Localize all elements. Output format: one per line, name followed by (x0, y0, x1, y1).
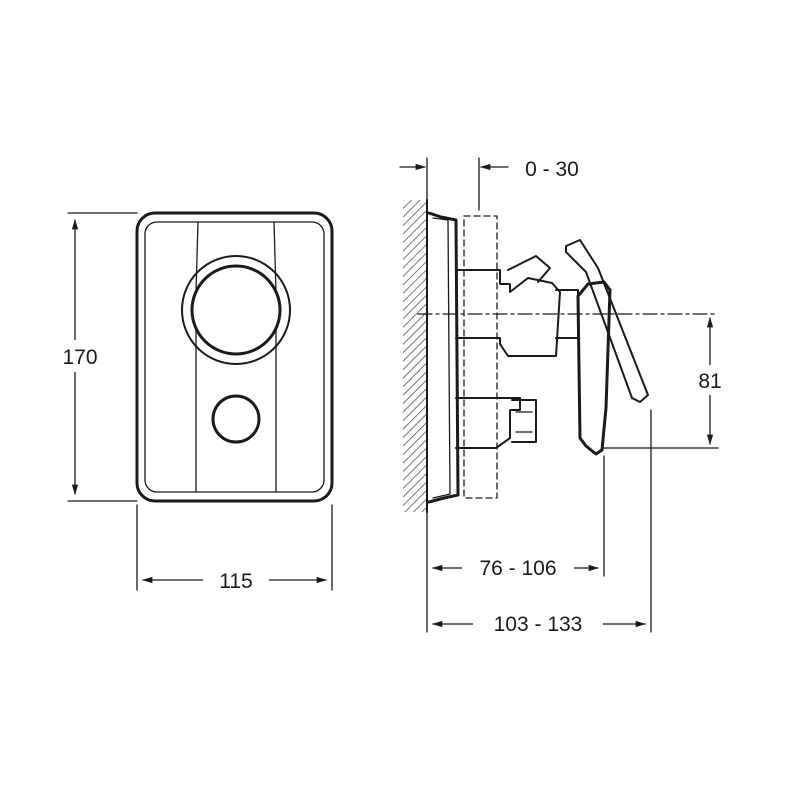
groove-right (273, 221, 277, 493)
label-offset: 81 (698, 370, 721, 393)
label-height: 170 (62, 346, 97, 369)
adjust-box-dashed (463, 215, 498, 499)
plate-profile (427, 211, 460, 504)
wall-hatch (403, 200, 427, 512)
handle-plate (576, 280, 612, 456)
front-plate-outer (135, 211, 334, 503)
lower-nut (511, 399, 537, 443)
groove-left (195, 221, 199, 493)
label-total-depth: 103 - 133 (494, 613, 583, 636)
lever-rear (507, 255, 551, 283)
small-knob (211, 394, 261, 444)
plate-profile-inner (432, 217, 451, 499)
large-knob (190, 264, 282, 356)
front-plate-inner (144, 221, 325, 493)
side-view: 0 - 30 81 76 - 106 103 - 133 (399, 157, 730, 638)
valve-body-upper (455, 269, 561, 357)
label-width: 115 (219, 570, 252, 593)
label-lever-depth: 76 - 106 (479, 557, 556, 580)
label-adjust-range: 0 - 30 (525, 158, 579, 181)
valve-body-lower (455, 397, 521, 449)
large-knob-rim (181, 255, 291, 365)
front-view: 170 115 (40, 211, 334, 594)
lever-arm (565, 239, 649, 403)
